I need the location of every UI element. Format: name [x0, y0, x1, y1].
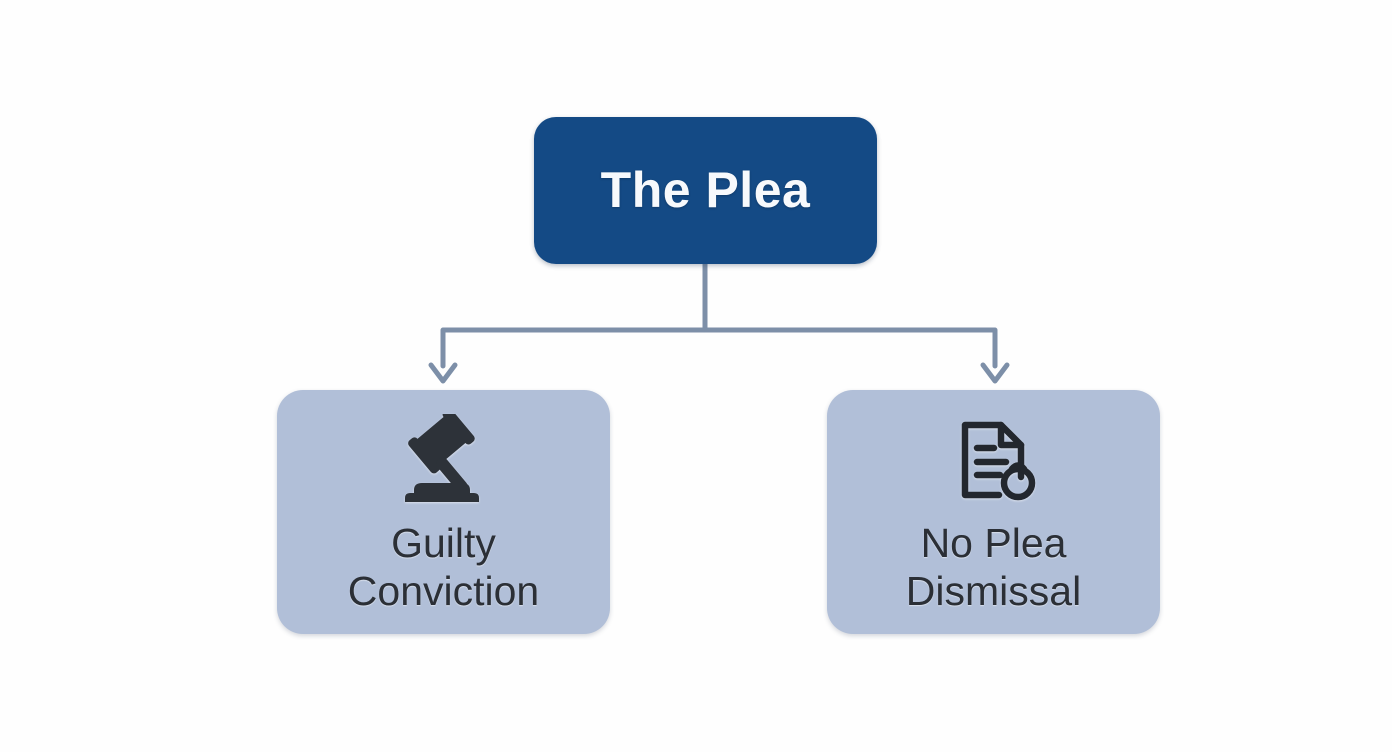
node-the-plea[interactable]: The Plea [534, 117, 877, 264]
node-label-line-2: Dismissal [905, 568, 1082, 614]
document-search-icon [961, 422, 1035, 501]
arrowhead-left-icon [428, 362, 458, 384]
node-label-line-2: Conviction [347, 568, 540, 614]
connector-root-to-right [702, 327, 998, 369]
node-label-line-1: Guilty [391, 520, 496, 567]
node-guilty-conviction-label: Guilty Conviction [348, 520, 539, 615]
arrowhead-right-icon [980, 362, 1010, 384]
connector-root-to-left [440, 261, 708, 369]
node-no-plea-dismissal[interactable]: No Plea Dismissal [827, 390, 1160, 634]
node-label-line-1: No Plea [920, 520, 1067, 567]
node-guilty-conviction[interactable]: Guilty Conviction [277, 390, 610, 634]
node-no-plea-dismissal-label: No Plea Dismissal [906, 520, 1081, 615]
node-the-plea-title: The Plea [600, 162, 811, 219]
gavel-icon [404, 414, 479, 503]
